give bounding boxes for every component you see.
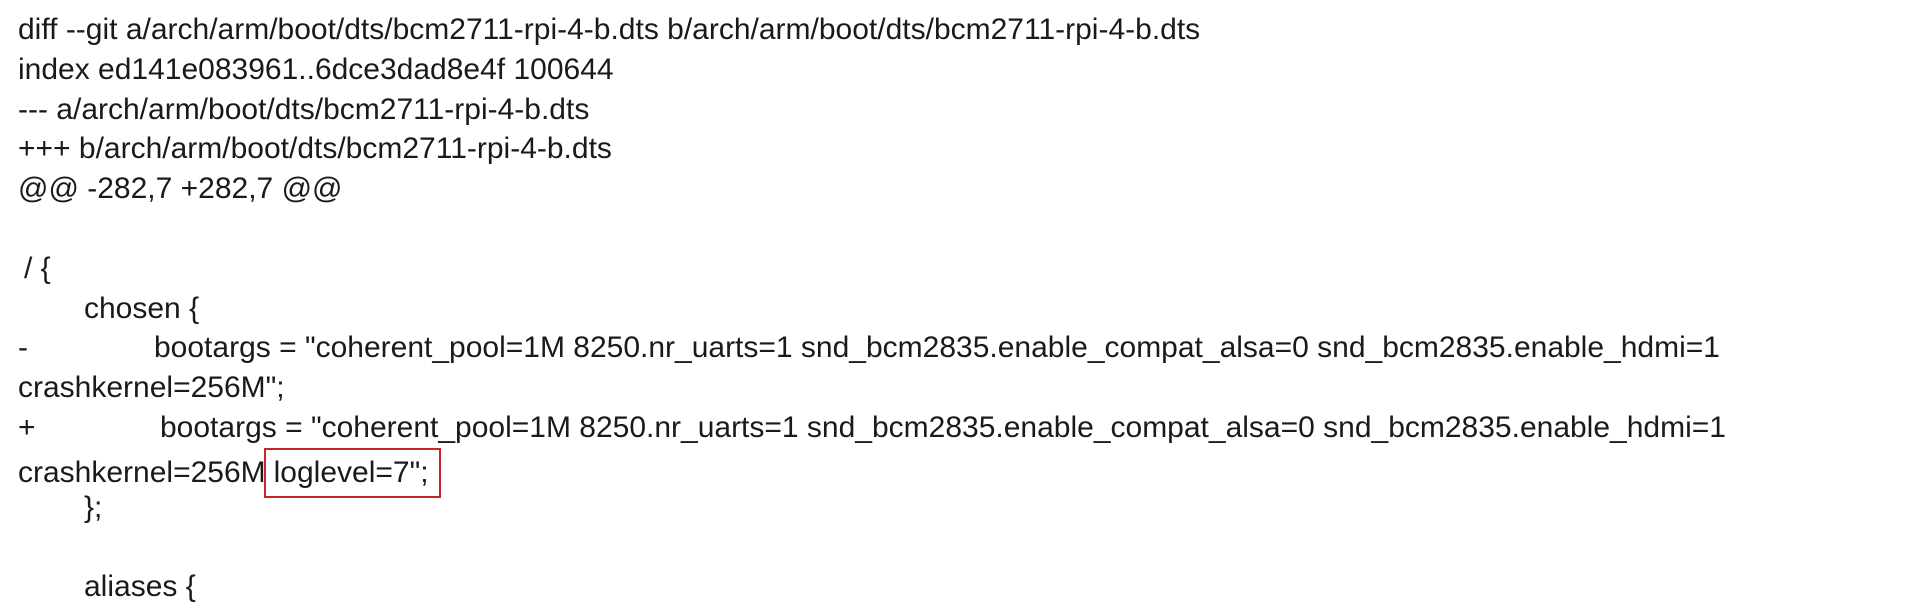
diff-index-line: index ed141e083961..6dce3dad8e4f 100644 [18,52,614,86]
diff-removed-line: - bootargs = "coherent_pool=1M 8250.nr_ua… [18,328,1920,368]
diff-chosen-close: }; [84,490,103,524]
removed-line-text: bootargs = "coherent_pool=1M 8250.nr_uar… [154,331,1720,365]
diff-hunk-header: @@ -282,7 +282,7 @@ [18,172,343,206]
added-continuation-prefix: crashkernel=256M [18,455,266,489]
diff-view: diff --git a/arch/arm/boot/dts/bcm2711-r… [18,10,1920,607]
diff-new-file-line: +++ b/arch/arm/boot/dts/bcm2711-rpi-4-b.… [18,132,612,166]
removed-marker: - [18,331,28,365]
diff-aliases-open: aliases { [84,570,196,604]
added-line-text: bootargs = "coherent_pool=1M 8250.nr_uar… [160,410,1726,444]
diff-added-line: + bootargs = "coherent_pool=1M 8250.nr_ua… [18,408,1920,448]
diff-blank-line [18,209,1920,249]
root-open-text: / { [24,251,51,285]
added-marker: + [18,410,36,444]
diff-header-line: diff --git a/arch/arm/boot/dts/bcm2711-r… [18,13,1201,46]
loglevel-highlight-box: loglevel=7"; [263,447,441,498]
diff-root-open: / { [18,249,1920,289]
diff-chosen-open: chosen { [84,291,200,325]
diff-removed-continuation: crashkernel=256M"; [18,371,285,405]
diff-blank-line-2 [18,527,1920,567]
diff-old-file-line: --- a/arch/arm/boot/dts/bcm2711-rpi-4-b.… [18,92,590,126]
